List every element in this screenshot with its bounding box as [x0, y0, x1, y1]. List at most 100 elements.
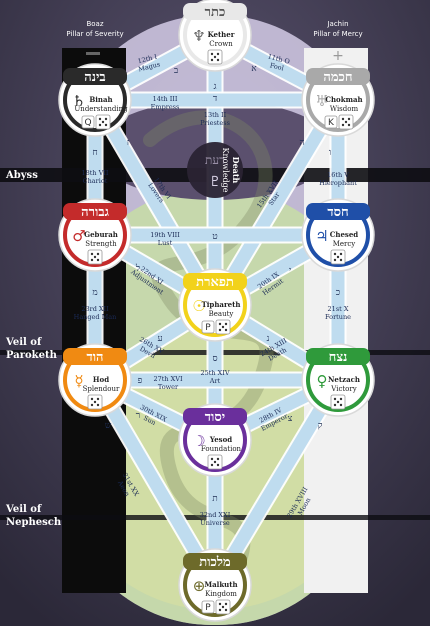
- path-p13-number: 13th II: [204, 111, 227, 119]
- pluto-icon: ♇: [209, 174, 222, 190]
- malkuth-meaning: Kingdom: [205, 590, 237, 598]
- path-p31-letter: ש: [105, 421, 112, 431]
- path-p17: [89, 96, 221, 309]
- pillar-right-subtitle: Pillar of Mercy: [313, 30, 362, 38]
- path-p24-letter: נ: [267, 334, 270, 344]
- path-p25-number: 25th XIV: [200, 369, 229, 377]
- hod-name: Hod: [93, 375, 109, 384]
- abyss-label: Abyss: [5, 170, 38, 181]
- path-p13-name: Priestess: [200, 119, 230, 127]
- tiphareth-name-band: [183, 273, 247, 290]
- path-p15-letter: ה: [299, 138, 304, 148]
- path-p13-letter: ג: [214, 82, 217, 92]
- pillar-left-symbol: [86, 52, 100, 55]
- path-p14-name: Empress: [151, 103, 180, 111]
- malkuth-planet-icon: ⊕: [193, 577, 206, 595]
- daath-meaning: Knowledge: [221, 147, 230, 192]
- tiphareth-badge-letter: P: [205, 323, 211, 333]
- path-p20-letter: י: [289, 266, 291, 276]
- paroketh-label-2: Paroketh: [6, 350, 58, 361]
- geburah-dice-pip: [96, 252, 100, 256]
- yesod-meaning: Foundation: [201, 445, 242, 453]
- malkuth-dice-pip: [224, 602, 228, 606]
- path-p17-letter: ז: [127, 138, 130, 148]
- path-p23-number: 23rd XII: [81, 305, 109, 313]
- path-p21-name: Fortune: [325, 313, 351, 321]
- netzach-planet-icon: ♀: [317, 372, 328, 390]
- path-p25-letter: ס: [212, 354, 217, 364]
- netzach-dice-pip: [336, 400, 340, 404]
- chokmah-dice-pip: [347, 117, 351, 121]
- tiphareth-badge: [201, 320, 215, 334]
- tiphareth-dice-pip: [221, 325, 225, 329]
- kether-name-band: [183, 3, 247, 20]
- geburah-dice-pip: [96, 258, 100, 262]
- tiphareth-name: Tiphareth: [202, 300, 241, 309]
- tiphareth-dice-pip: [218, 328, 222, 332]
- malkuth-badge-letter: P: [205, 603, 211, 613]
- path-p12-letter: ב: [174, 66, 178, 76]
- binah-name-band: [63, 68, 127, 85]
- malkuth-badge: [201, 600, 215, 614]
- daath-hebrew: דעת: [205, 153, 225, 167]
- chesed-dice-pip: [333, 258, 337, 262]
- tiphareth-dice-pip: [218, 322, 222, 326]
- chesed-meaning: Mercy: [333, 240, 356, 248]
- path-p32-name: Universe: [200, 519, 230, 527]
- pillar-right-symbol: +: [332, 48, 344, 64]
- tiphareth-dice-pip: [224, 328, 228, 332]
- kether-dice-pip: [210, 52, 214, 56]
- hod-dice-pip: [93, 400, 97, 404]
- netzach-meaning: Victory: [330, 385, 356, 393]
- chokmah-hebrew: חכמה: [323, 70, 352, 85]
- malkuth-dice-pip: [221, 605, 225, 609]
- kether-name: Kether: [208, 30, 235, 39]
- path-p27-name: Tower: [158, 383, 179, 391]
- path-p25-name: Art: [209, 377, 221, 385]
- netzach-hebrew: נצח: [329, 350, 348, 365]
- malkuth-name-band: [183, 553, 247, 570]
- yesod-hebrew: יסוד: [205, 410, 225, 425]
- chokmah-meaning: Wisdom: [330, 105, 359, 113]
- chokmah-dice-pip: [347, 123, 351, 127]
- path-p27-number: 27th XVI: [153, 375, 182, 383]
- path-p22-letter: ל: [135, 263, 140, 274]
- netzach-dice-pip: [339, 403, 343, 407]
- path-p19-letter: ט: [212, 232, 217, 242]
- hod-planet-icon: ☿: [74, 372, 83, 390]
- kether-meaning: Crown: [209, 40, 233, 48]
- chesed-dice-pip: [333, 252, 337, 256]
- chokmah-badge: [324, 115, 338, 129]
- pillar-left-title: Boaz: [86, 20, 103, 28]
- yesod-dice-pip: [213, 460, 217, 464]
- netzach-dice-pip: [339, 397, 343, 401]
- hod-meaning: Splendour: [83, 385, 120, 393]
- geburah-hebrew: גבורה: [81, 205, 109, 220]
- geburah-dice-pip: [93, 255, 97, 259]
- binah-hebrew: בינה: [84, 70, 105, 85]
- nephesch-label-1: Veil of: [5, 504, 42, 515]
- daath-name: Death: [231, 157, 241, 184]
- yesod-dice-pip: [210, 463, 214, 467]
- chokmah-planet-icon: ♅: [315, 92, 328, 110]
- path-p14-letter: ד: [213, 94, 217, 104]
- path-p29-letter: ק: [318, 421, 323, 431]
- malkuth-name: Malkuth: [204, 580, 237, 589]
